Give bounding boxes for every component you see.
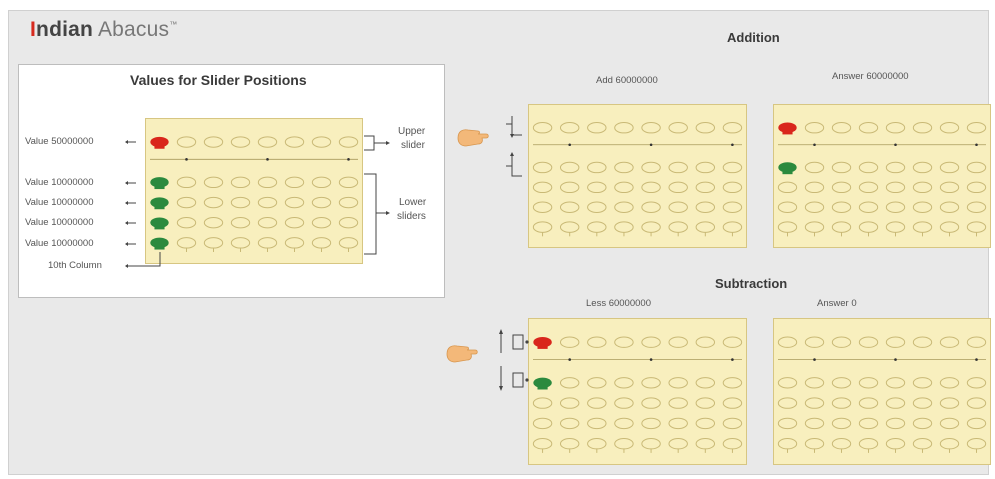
upper-arrowhead xyxy=(386,141,390,145)
subtract-indicator xyxy=(513,373,523,387)
subtract-indicator xyxy=(513,335,523,349)
value-arrowhead xyxy=(125,221,128,225)
hand-addition xyxy=(458,130,488,146)
add-arrowhead xyxy=(510,152,514,156)
hand-subtraction xyxy=(447,346,477,362)
lower-arrowhead xyxy=(386,211,390,215)
marker-dot xyxy=(525,340,528,343)
value-arrowhead xyxy=(125,140,128,144)
value-arrowhead xyxy=(125,201,128,205)
value-arrowhead xyxy=(125,181,128,185)
column-bracket xyxy=(126,252,160,266)
column-arrowhead xyxy=(125,264,128,268)
marker-dot xyxy=(525,378,528,381)
add-arrowhead xyxy=(510,134,514,138)
add-indicator xyxy=(506,116,522,135)
upper-slider-bracket xyxy=(364,136,374,150)
subtract-arrowhead xyxy=(499,386,503,391)
lower-sliders-bracket xyxy=(364,174,376,254)
add-indicator xyxy=(506,154,522,176)
subtract-arrowhead xyxy=(499,329,503,334)
value-arrowhead xyxy=(125,242,128,246)
